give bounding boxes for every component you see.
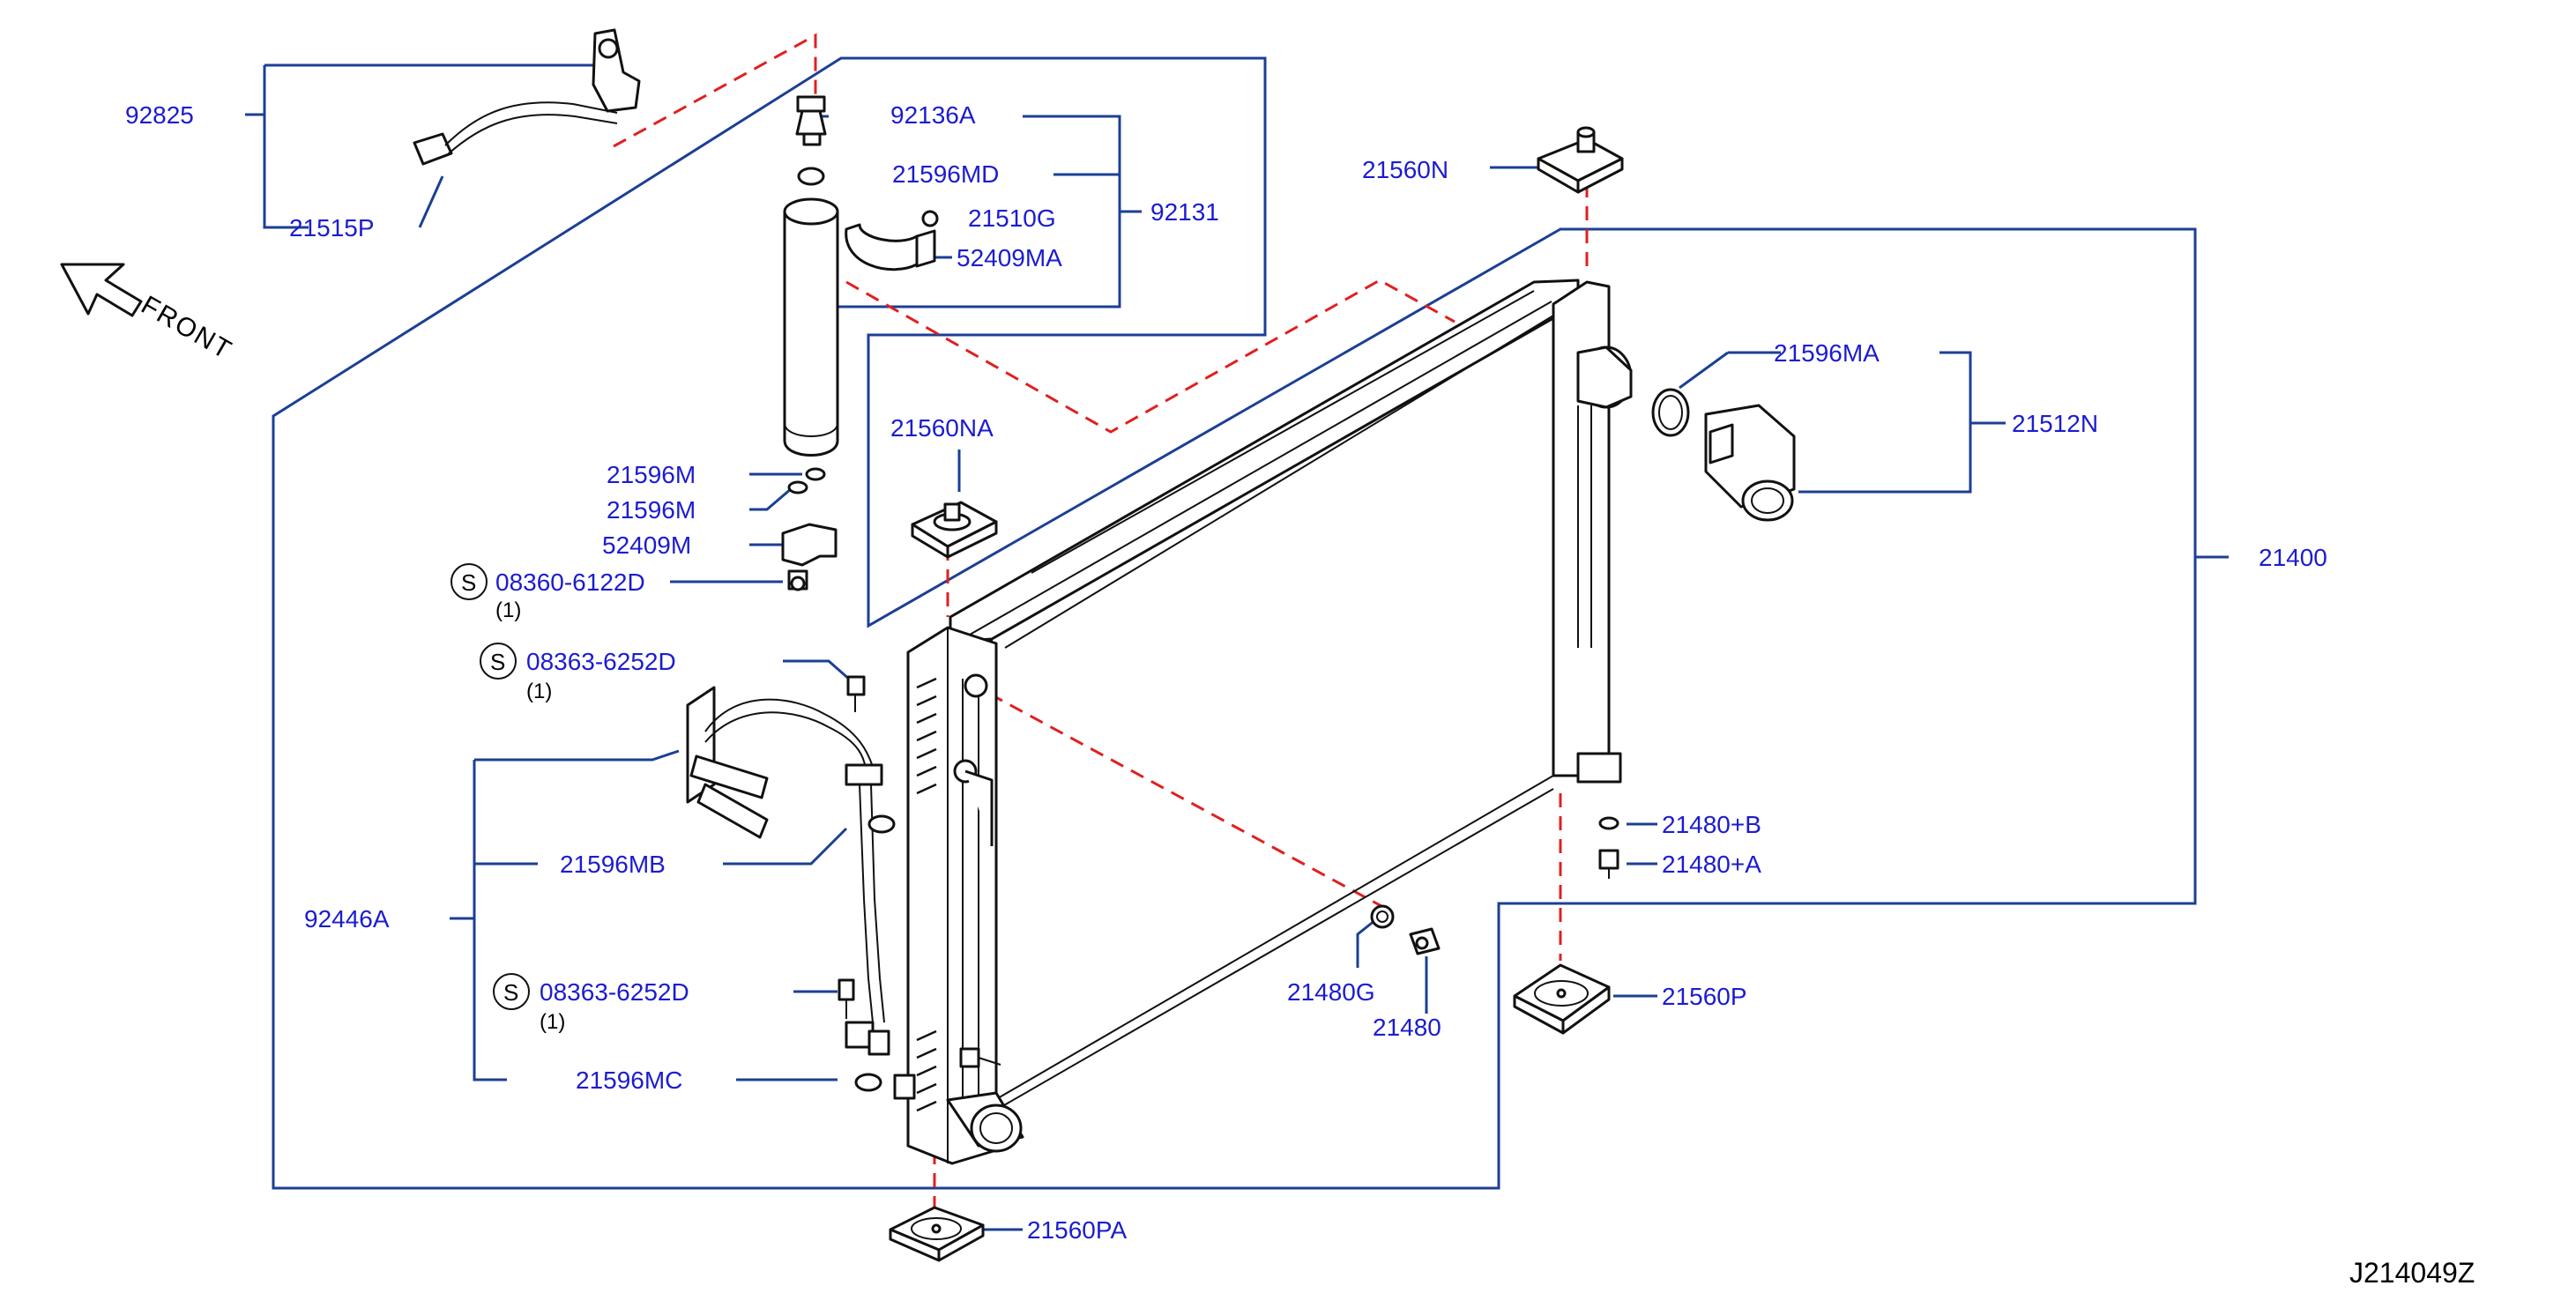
label-92131: 92131 bbox=[1150, 198, 1219, 226]
pressure-switch-part bbox=[795, 95, 827, 186]
label-52409M: 52409M bbox=[602, 531, 691, 559]
label-21596M-a: 21596M bbox=[607, 461, 696, 488]
s-symbol-3: S bbox=[503, 979, 518, 1006]
label-21512N: 21512N bbox=[2012, 410, 2098, 437]
radiator-core-part bbox=[906, 279, 1633, 1165]
label-21400: 21400 bbox=[2259, 544, 2327, 571]
s-symbols: S S S bbox=[450, 563, 530, 1010]
label-21510G: 21510G bbox=[968, 204, 1056, 232]
label-92825: 92825 bbox=[125, 101, 194, 129]
label-21596MB: 21596MB bbox=[560, 851, 666, 878]
label-92446A: 92446A bbox=[304, 905, 390, 933]
front-label: FRONT bbox=[137, 290, 238, 365]
sensor-harness-part bbox=[413, 28, 641, 166]
label-21480B: 21480+B bbox=[1662, 811, 1761, 838]
label-08363-6252D-a: 08363-6252D bbox=[526, 648, 676, 675]
receiver-dryer-part bbox=[783, 197, 939, 457]
label-08360-6122D: 08360-6122D bbox=[495, 569, 645, 596]
label-92136A: 92136A bbox=[890, 101, 976, 129]
leader-lines bbox=[245, 56, 2229, 1231]
s-symbol-2: S bbox=[490, 649, 505, 675]
alignment-dashes bbox=[613, 33, 1589, 1208]
s-symbol-1: S bbox=[461, 569, 476, 596]
upper-mount-right-part bbox=[1537, 126, 1624, 194]
label-21596MA: 21596MA bbox=[1774, 339, 1880, 367]
drain-plug-part bbox=[1370, 816, 1619, 955]
label-21480G: 21480G bbox=[1287, 978, 1375, 1006]
diagram-code: J214049Z bbox=[2349, 1257, 2475, 1289]
upper-mount-left-part bbox=[911, 501, 998, 559]
label-08363-6252D-b: 08363-6252D bbox=[540, 978, 689, 1006]
qty-1: (1) bbox=[495, 598, 521, 622]
part-labels: 92825 21515P 92136A 21596MD 21510G 52409… bbox=[125, 101, 2475, 1289]
qty-3: (1) bbox=[540, 1010, 565, 1034]
label-21560P: 21560P bbox=[1662, 983, 1747, 1010]
label-21596MD: 21596MD bbox=[892, 160, 999, 188]
label-21596M-b: 21596M bbox=[607, 496, 696, 524]
label-21560PA: 21560PA bbox=[1027, 1216, 1127, 1244]
lower-mount-left-part bbox=[889, 1206, 985, 1262]
label-21560NA: 21560NA bbox=[890, 414, 994, 442]
front-arrow: FRONT bbox=[60, 263, 238, 366]
label-52409MA: 52409MA bbox=[957, 244, 1062, 271]
tank-fins bbox=[916, 677, 937, 1112]
label-21480: 21480 bbox=[1373, 1014, 1441, 1041]
label-21560N: 21560N bbox=[1362, 156, 1448, 183]
bracket-clip-part bbox=[781, 467, 866, 712]
label-21480A: 21480+A bbox=[1662, 851, 1761, 878]
label-21596MC: 21596MC bbox=[576, 1066, 682, 1094]
lower-mount-right-part bbox=[1513, 963, 1611, 1035]
oil-cooler-pipe-part bbox=[686, 686, 916, 1100]
label-21515P: 21515P bbox=[289, 214, 375, 242]
qty-2: (1) bbox=[526, 680, 552, 703]
outlet-hose-part bbox=[1651, 388, 1796, 522]
